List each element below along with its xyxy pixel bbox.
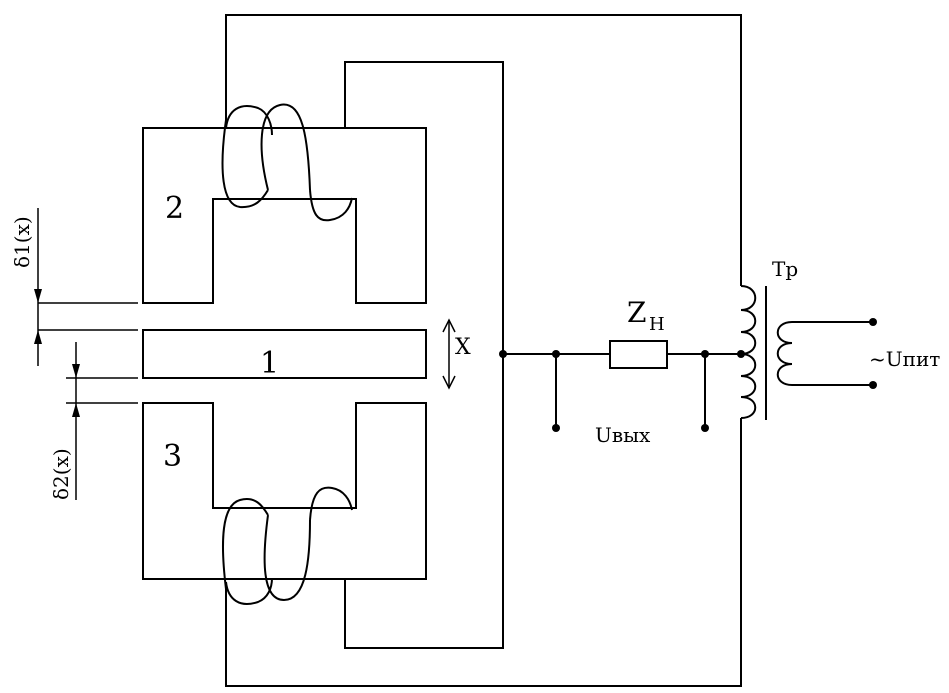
armature-1 bbox=[142, 329, 427, 379]
junction-dot-output-left bbox=[552, 350, 560, 358]
supply-voltage-label: ~Uпит bbox=[869, 347, 940, 371]
gap1-label: δ1(x) bbox=[10, 216, 34, 268]
displacement-arrow-up bbox=[442, 318, 456, 333]
load-label-subscript: Н bbox=[649, 314, 665, 335]
output-terminal-right-dot bbox=[701, 424, 709, 432]
supply-terminal-bottom bbox=[869, 381, 877, 389]
junction-dot-center bbox=[499, 350, 507, 358]
core-3-bottom-magnetic-core bbox=[142, 402, 427, 580]
output-voltage-label: Uвых bbox=[595, 423, 651, 447]
supply-terminal-top bbox=[869, 318, 877, 326]
transformer-primary-winding bbox=[740, 285, 757, 419]
inner-wire-top bbox=[344, 61, 504, 649]
load-impedance-zn bbox=[609, 340, 668, 369]
core-3-label: 3 bbox=[163, 439, 182, 474]
gap2-arrow-down bbox=[72, 364, 80, 378]
outer-wire-return bbox=[225, 418, 742, 687]
outer-wire-loop bbox=[225, 14, 742, 286]
core-2-top-magnetic-core bbox=[142, 127, 427, 304]
displacement-arrow-down bbox=[442, 375, 456, 390]
gap1-arrow-down bbox=[34, 289, 42, 303]
displacement-label: X bbox=[455, 335, 471, 360]
transformer-label: Тр bbox=[772, 257, 798, 281]
armature-1-label: 1 bbox=[260, 346, 279, 381]
core-2-label: 2 bbox=[165, 191, 184, 226]
gap1-arrow-up bbox=[34, 330, 42, 344]
load-label-main: Z bbox=[627, 296, 646, 329]
coil-top-winding bbox=[221, 103, 353, 222]
coil-bottom-winding bbox=[222, 486, 353, 605]
junction-dot-output-right bbox=[701, 350, 709, 358]
gap2-label: δ2(x) bbox=[49, 448, 73, 500]
transformer-secondary-winding bbox=[776, 321, 873, 386]
gap2-arrow-up bbox=[72, 403, 80, 417]
output-terminal-left-dot bbox=[552, 424, 560, 432]
